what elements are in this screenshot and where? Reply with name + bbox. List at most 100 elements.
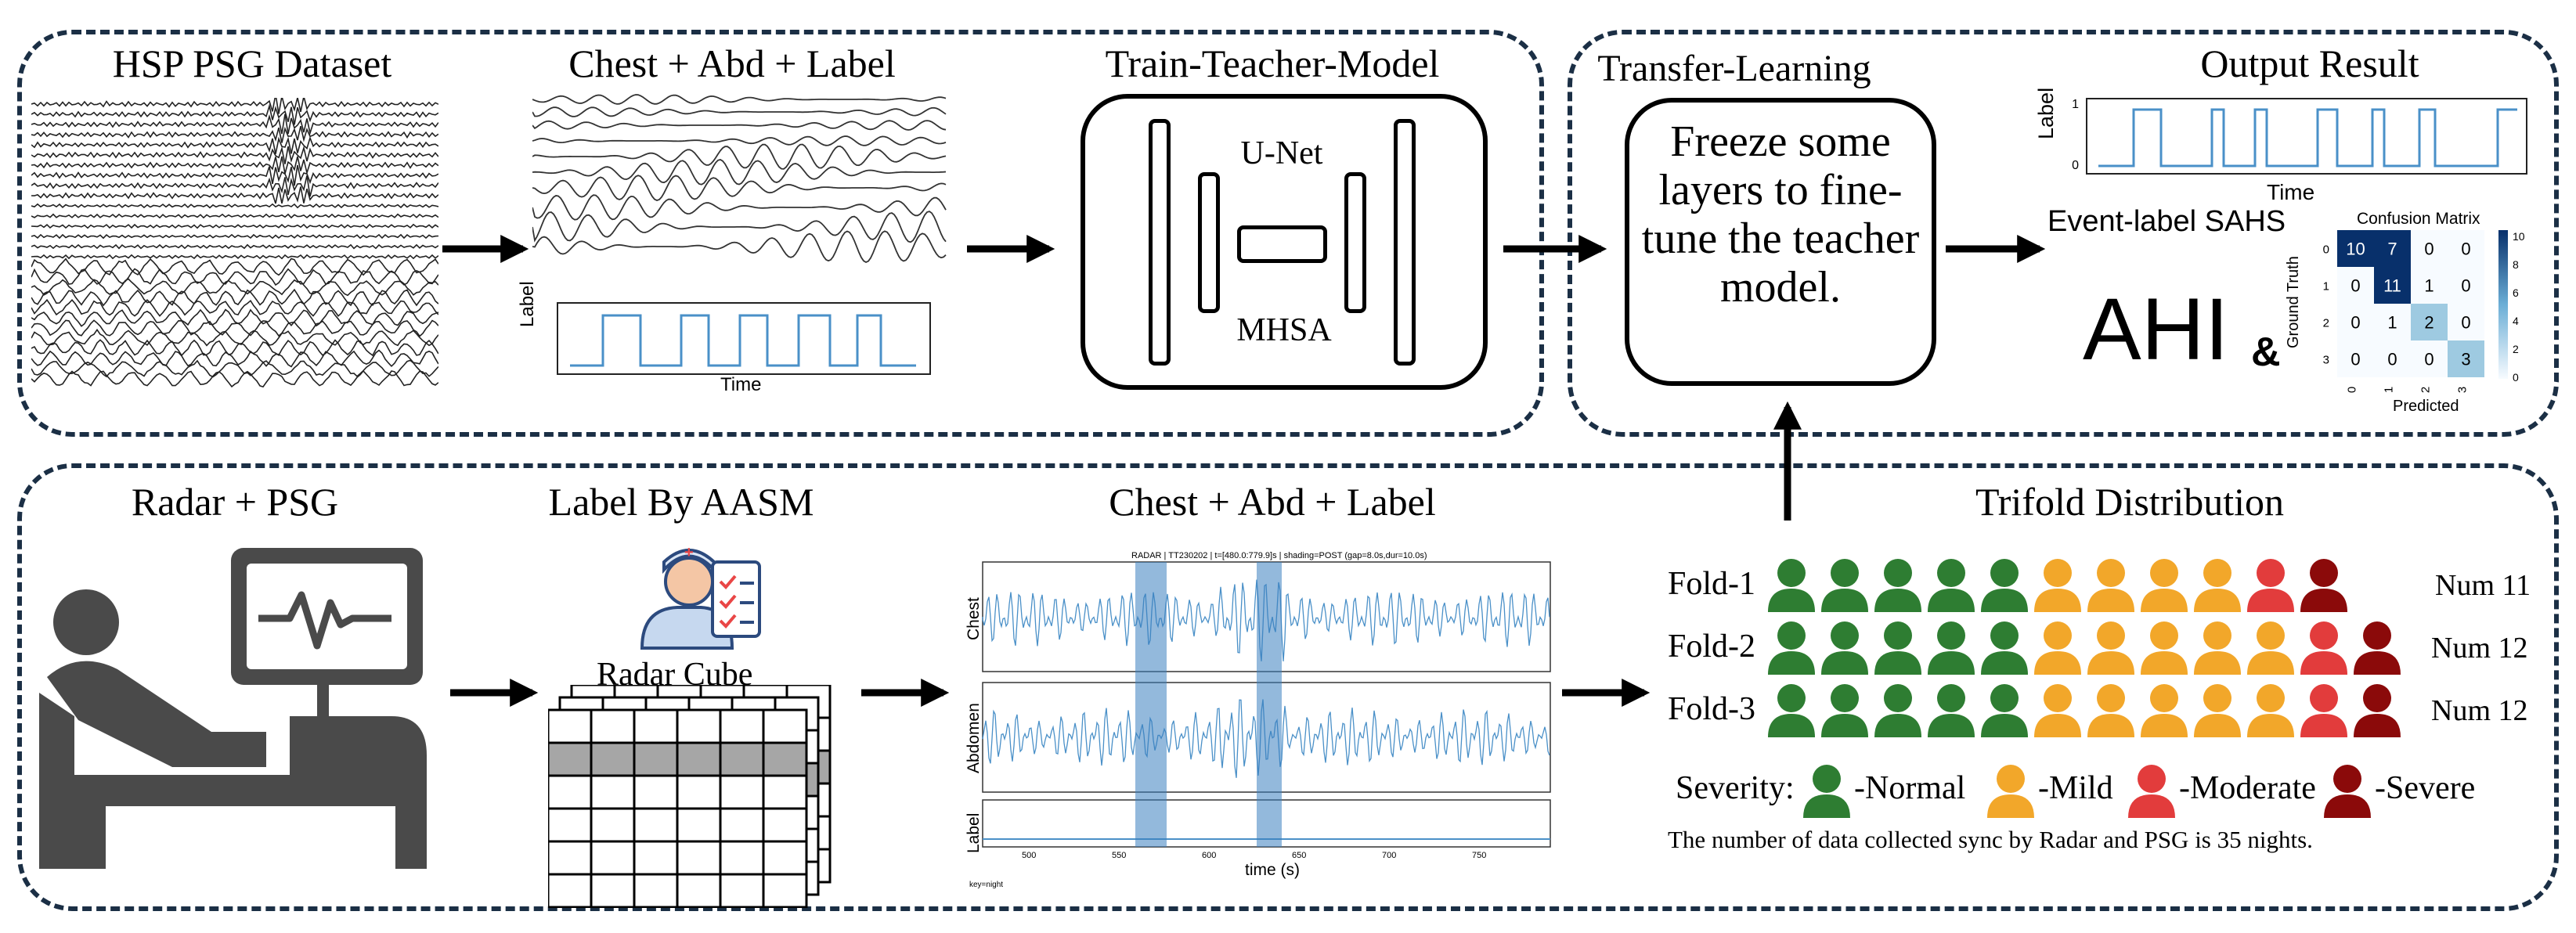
cube-cell <box>676 873 722 908</box>
svg-text:0: 0 <box>2072 159 2079 172</box>
teacher-model-box <box>1081 94 1488 390</box>
severity-name: -Mild <box>2038 770 2113 806</box>
psg-trace <box>31 254 438 260</box>
output-label-plot: 1 0 <box>2072 98 2527 175</box>
cube-cell <box>633 741 679 777</box>
cm-cell <box>2337 267 2374 304</box>
cm-cell <box>2374 304 2411 340</box>
unet-block-3 <box>1344 172 1366 313</box>
time-axis-output: Time <box>2267 180 2315 204</box>
patient-icon <box>1819 620 1871 676</box>
colorbar-tick: 8 <box>2513 258 2519 271</box>
psg-trace <box>31 164 438 186</box>
psg-trace <box>31 135 438 154</box>
cube-cell <box>590 774 636 810</box>
psg-trace <box>31 126 438 143</box>
colorbar-tick: 2 <box>2513 343 2519 355</box>
psg-trace <box>31 203 438 209</box>
cm-value: 7 <box>2387 240 2397 259</box>
cm-cell <box>2448 340 2484 377</box>
severity-icon <box>1801 763 1853 820</box>
cube-cell <box>590 741 636 777</box>
chest-trace <box>532 106 947 117</box>
chest-trace <box>532 230 947 264</box>
cm-value: 0 <box>2351 276 2360 296</box>
cm-value: 10 <box>2346 240 2365 259</box>
patient-icon <box>1925 620 1977 676</box>
cm-cell <box>2337 230 2374 267</box>
psg-trace <box>31 213 438 219</box>
cm-cell <box>2411 304 2448 340</box>
cm-cell <box>2448 267 2484 304</box>
patient-icon <box>2085 620 2137 676</box>
chest-trace <box>532 175 947 201</box>
psg-trace <box>31 369 438 387</box>
psg-trace <box>31 288 438 307</box>
hsp-title: HSP PSG Dataset <box>112 41 392 85</box>
cm-value: 3 <box>2461 350 2470 369</box>
colorbar <box>2498 230 2508 379</box>
cube-cell <box>548 840 593 876</box>
cm-ytick: 2 <box>2323 317 2329 330</box>
patient-icon <box>1979 683 2030 739</box>
patient-icon <box>2138 683 2190 739</box>
patient-icon <box>2298 683 2350 739</box>
cm-xtick: 1 <box>2383 387 2396 393</box>
label-plot-top <box>557 302 931 375</box>
patient-icon <box>2138 620 2190 676</box>
cm-cell <box>2374 230 2411 267</box>
cm-cell <box>2448 230 2484 267</box>
psg-trace <box>31 175 438 197</box>
transfer-title: Transfer-Learning <box>1597 48 1871 89</box>
cube-cell <box>676 840 722 876</box>
cm-ytick: 3 <box>2323 354 2329 367</box>
patient-icon <box>2245 683 2296 739</box>
cube-cell <box>719 741 765 777</box>
psg-trace <box>31 339 438 357</box>
fold-count: Num 11 <box>2435 569 2531 602</box>
colorbar-tick: 10 <box>2513 230 2525 243</box>
cm-cell <box>2337 304 2374 340</box>
confusion-ylabel: Ground Truth <box>2285 256 2302 348</box>
cube-cell <box>548 807 593 843</box>
cm-cell <box>2337 340 2374 377</box>
footnote: The number of data collected sync by Rad… <box>1668 826 2313 853</box>
patient-icon <box>1766 683 1817 739</box>
chest-trace <box>532 211 947 243</box>
abdomen-ylabel: Abdomen <box>965 703 983 773</box>
cm-ytick: 0 <box>2323 243 2329 257</box>
cm-cell <box>2411 230 2448 267</box>
chest-title-bottom: Chest + Abd + Label <box>1109 480 1436 524</box>
cube-cell <box>719 873 765 908</box>
svg-text:1: 1 <box>2072 98 2079 111</box>
confusion-xlabel: Predicted <box>2393 398 2459 415</box>
event-label: Event-label SAHS <box>2047 205 2286 238</box>
chest-trace <box>532 94 947 105</box>
cube-cell <box>548 708 593 744</box>
chest-trace <box>532 159 947 186</box>
cm-value: 0 <box>2461 240 2470 259</box>
cm-cell <box>2411 340 2448 377</box>
patient-icon <box>2085 557 2137 614</box>
cube-cell <box>548 741 593 777</box>
fold-count: Num 12 <box>2431 694 2528 727</box>
plot-xtick: 700 <box>1382 851 1397 860</box>
apnea-shade <box>1135 562 1167 847</box>
chest-abd-signals <box>532 94 947 264</box>
cube-cell <box>548 873 593 908</box>
unet-block-1 <box>1149 119 1171 366</box>
cm-value: 0 <box>2351 313 2360 333</box>
cube-cell <box>719 708 765 744</box>
patient-icon <box>2351 620 2403 676</box>
psg-trace <box>31 186 438 204</box>
patient-icon <box>2192 620 2243 676</box>
patient-icon <box>2298 620 2350 676</box>
psg-trace <box>31 258 438 276</box>
patient-icon <box>2351 683 2403 739</box>
plot-xtick: 750 <box>1472 851 1487 860</box>
panel-bottom <box>17 463 2559 911</box>
severity-name: -Normal <box>1854 770 1966 806</box>
label-ylabel: Label <box>965 812 983 853</box>
patient-icon <box>2192 557 2243 614</box>
cm-value: 0 <box>2424 350 2433 369</box>
